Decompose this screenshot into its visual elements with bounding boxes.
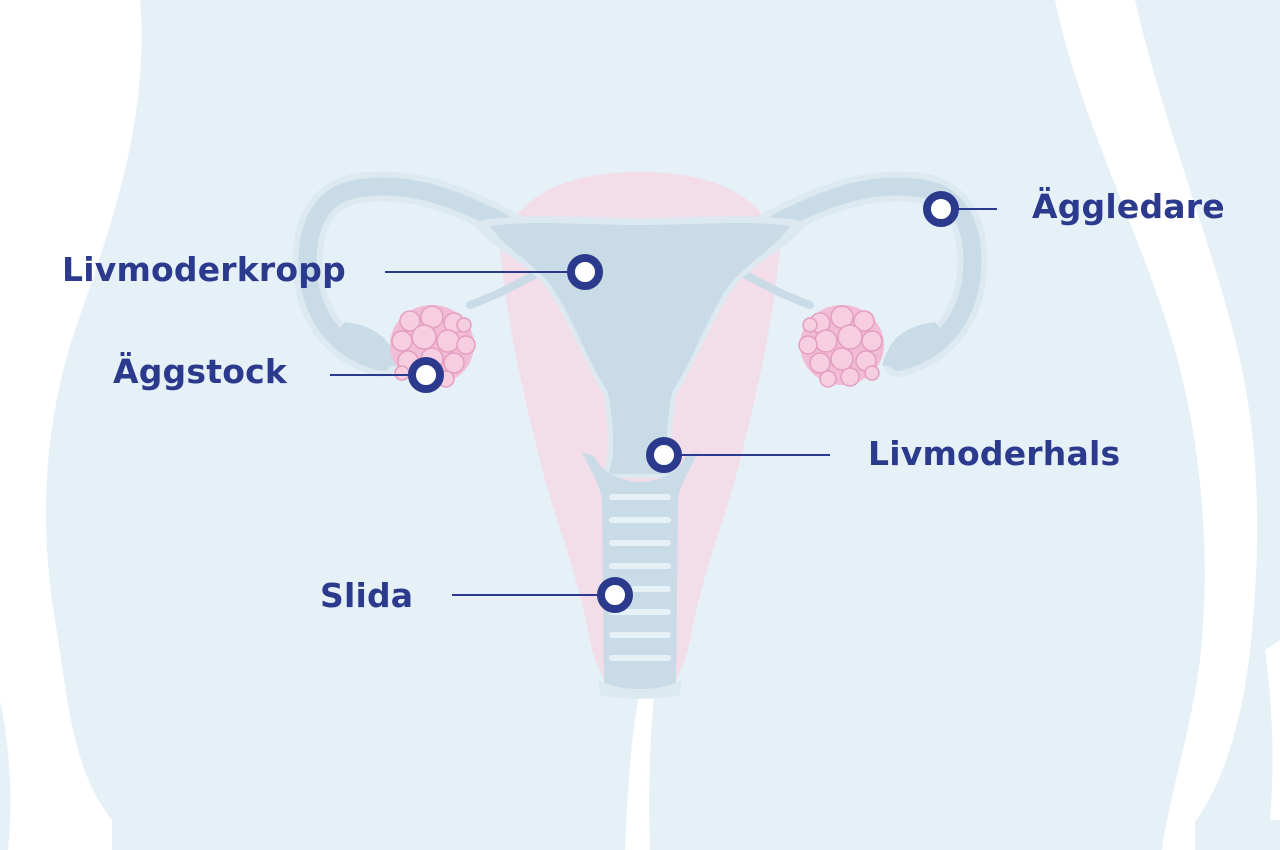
ovary-follicle — [798, 335, 818, 355]
right-body-edge — [1055, 0, 1258, 850]
markers — [408, 191, 959, 613]
ovary-follicle — [411, 324, 437, 350]
leader-lines — [330, 208, 997, 596]
ovary-follicle — [864, 365, 880, 381]
marker-aggstock[interactable] — [408, 357, 444, 393]
vaginal-rugae — [609, 494, 671, 661]
left-fallopian-tube-core — [298, 177, 529, 371]
ovary-follicle — [830, 347, 854, 371]
ovary-follicle — [394, 365, 410, 381]
left-body-edge — [0, 0, 142, 850]
right-ovary — [798, 305, 884, 388]
right-body-far-edge — [1265, 640, 1280, 820]
ovary-follicle — [809, 352, 831, 374]
marker-livmoderhals[interactable] — [646, 437, 682, 473]
leg-gap — [625, 690, 655, 850]
ovary-follicle — [802, 317, 818, 333]
label-aggstock: Äggstock — [113, 352, 287, 391]
ovary-follicle — [837, 324, 863, 350]
ovary-follicle — [391, 330, 413, 352]
left-body-inner — [0, 0, 11, 850]
ovary-follicle — [443, 352, 465, 374]
ovary-follicle — [861, 330, 883, 352]
ovary-follicle — [814, 329, 838, 353]
label-livmoderkropp: Livmoderkropp — [62, 250, 346, 289]
ovary-follicle — [853, 310, 875, 332]
marker-aggledare[interactable] — [923, 191, 959, 227]
marker-livmoderkropp[interactable] — [567, 254, 603, 290]
label-aggledare: Äggledare — [1032, 187, 1225, 226]
label-livmoderhals: Livmoderhals — [868, 434, 1121, 473]
label-slida: Slida — [320, 576, 414, 615]
right-fimbriae — [882, 322, 950, 368]
ovary-follicle — [456, 317, 472, 333]
ovary-follicle — [819, 370, 837, 388]
marker-slida[interactable] — [597, 577, 633, 613]
left-fimbriae — [330, 322, 398, 368]
ovary-follicle — [840, 367, 860, 387]
ovary-follicle — [436, 329, 460, 353]
ovary-follicle — [399, 310, 421, 332]
vaginal-opening — [598, 680, 682, 699]
ovary-follicle — [456, 335, 476, 355]
uterus-body — [490, 223, 790, 474]
